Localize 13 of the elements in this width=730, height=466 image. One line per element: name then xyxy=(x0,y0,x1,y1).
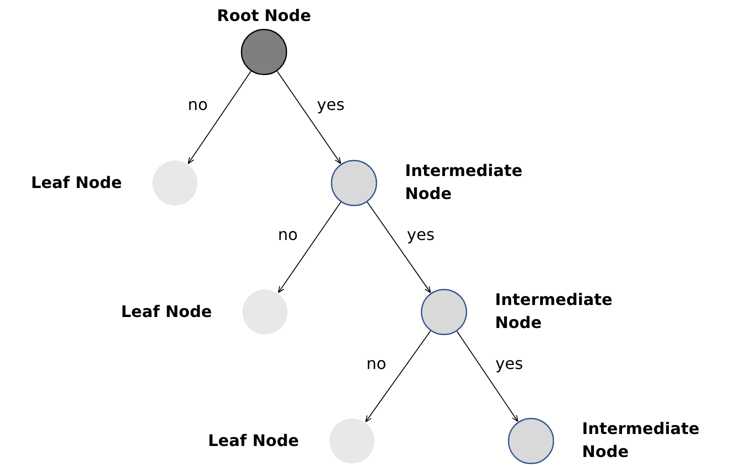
node-label: Root Node xyxy=(216,5,312,27)
arrow xyxy=(278,201,342,294)
arrow xyxy=(365,330,432,422)
arrow xyxy=(366,201,432,294)
arrow xyxy=(276,70,342,164)
node-label: Intermediate Node xyxy=(495,289,614,334)
arrow xyxy=(456,330,518,422)
node-label: Intermediate Node xyxy=(405,160,524,205)
node-label: Leaf Node xyxy=(30,172,122,194)
arrow xyxy=(188,70,252,164)
node-label: Intermediate Node xyxy=(582,418,700,463)
node-label: Leaf Node xyxy=(120,301,212,323)
node-label: Leaf Node xyxy=(208,430,299,452)
